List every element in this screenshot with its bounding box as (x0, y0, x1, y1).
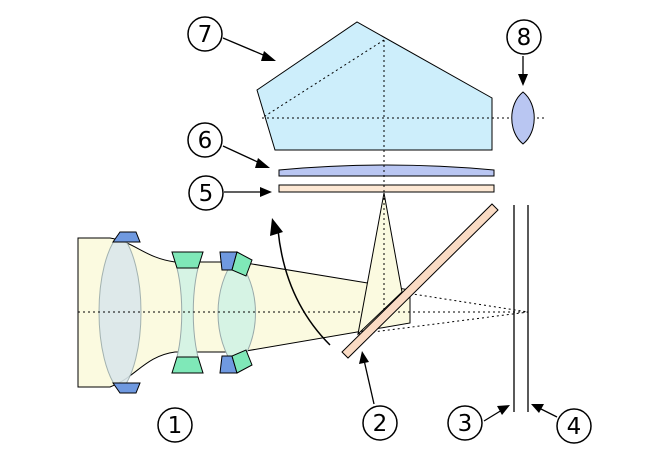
callout-2-arrow (363, 359, 375, 405)
callout-3-label: 3 (458, 411, 473, 437)
callout-1-label: 1 (168, 413, 183, 439)
callout-5-arrowhead (260, 187, 272, 197)
callout-3: 3 (447, 405, 483, 441)
condenser-lens (278, 164, 495, 177)
callout-2-arrowhead (359, 351, 369, 364)
callout-6-arrowhead (255, 158, 270, 168)
diverging-lens-bottom (171, 356, 204, 374)
eyepiece-lens (511, 91, 535, 145)
callout-7-label: 7 (198, 22, 213, 48)
callout-3-arrow (483, 409, 503, 422)
callout-6-label: 6 (198, 128, 213, 154)
callout-4-arrow (538, 407, 558, 418)
mirror-swing-arrowhead (270, 218, 283, 236)
diverging-lens-top (171, 251, 204, 269)
ray-top-to-film (399, 291, 529, 313)
callout-2-label: 2 (373, 411, 388, 437)
callout-4-arrowhead (531, 404, 544, 413)
pentaprism (256, 21, 493, 151)
callout-7-arrowhead (261, 51, 276, 61)
callout-8-label: 8 (517, 25, 532, 51)
doublet-top-green (231, 251, 253, 277)
front-lens-bottom-rim (112, 382, 141, 394)
prism-path-diagonal (261, 39, 385, 119)
mirror-swing-arrow (277, 229, 331, 346)
callout-5-label: 5 (199, 181, 214, 207)
reflected-cone (357, 192, 403, 336)
callout-7: 7 (187, 16, 223, 52)
front-lens-top-rim (112, 231, 141, 243)
callout-8-arrowhead (518, 74, 528, 86)
callout-4-label: 4 (567, 414, 582, 440)
callout-3-arrowhead (497, 405, 510, 415)
callout-6-arrow (222, 145, 263, 165)
callout-5: 5 (188, 175, 224, 211)
ray-bottom-to-film (357, 311, 529, 335)
callout-7-arrow (222, 37, 269, 58)
callout-1: 1 (157, 407, 193, 443)
focusing-screen (278, 184, 495, 193)
callout-8: 8 (506, 19, 542, 55)
doublet-bottom-green (231, 349, 253, 374)
callout-2: 2 (362, 405, 398, 441)
callout-4: 4 (556, 408, 592, 444)
callout-6: 6 (187, 122, 223, 158)
reflex-mirror (341, 203, 499, 359)
